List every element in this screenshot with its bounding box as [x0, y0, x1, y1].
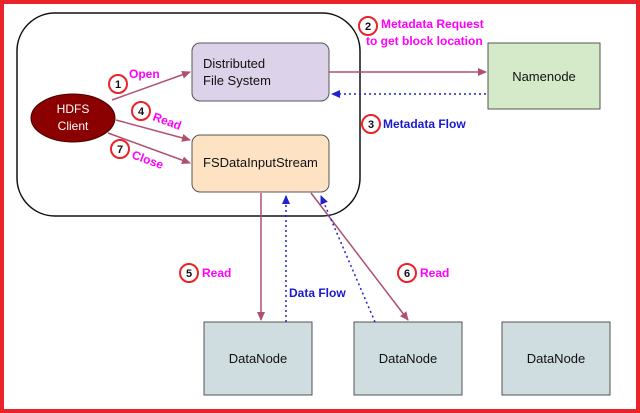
- svg-text:3: 3: [368, 119, 374, 131]
- step-2-label-line2: to get block location: [366, 34, 483, 48]
- arrow-read-datanode-2: [310, 192, 409, 321]
- datanode-2-label: DataNode: [379, 351, 438, 366]
- datanode-3: DataNode: [501, 321, 611, 396]
- client-label-line1: HDFS: [57, 102, 90, 116]
- fsdis-label: FSDataInputStream: [203, 155, 318, 170]
- datanode-3-label: DataNode: [527, 351, 586, 366]
- data-flow-label: Data Flow: [289, 286, 346, 300]
- hdfs-client-node: HDFS Client: [30, 93, 116, 143]
- step-5-label: Read: [202, 266, 231, 280]
- svg-text:6: 6: [404, 268, 410, 280]
- svg-text:2: 2: [365, 21, 371, 33]
- datanode-1: DataNode: [203, 321, 313, 396]
- step-6-label: Read: [420, 266, 449, 280]
- step-4-badge: 4: [131, 101, 151, 121]
- step-2-label-line1: Metadata Request: [381, 17, 484, 31]
- fsdatainputstream-node: FSDataInputStream: [191, 134, 330, 193]
- svg-text:1: 1: [115, 79, 121, 91]
- step-1-label: Open: [129, 67, 160, 81]
- svg-text:5: 5: [186, 268, 192, 280]
- namenode-node: Namenode: [487, 42, 601, 110]
- step-3-label: Metadata Flow: [383, 117, 466, 131]
- arrow-data-flow-2: [320, 195, 376, 323]
- arrow-read-client: [115, 119, 191, 142]
- step-6-badge: 6: [397, 263, 417, 283]
- svg-text:7: 7: [117, 144, 123, 156]
- client-label-line2: Client: [58, 119, 89, 133]
- dfs-label-line1: Distributed: [203, 56, 265, 71]
- step-1-badge: 1: [108, 74, 128, 94]
- arrow-close: [107, 132, 191, 165]
- svg-text:4: 4: [138, 106, 145, 118]
- dfs-label-line2: File System: [203, 73, 271, 88]
- datanode-2: DataNode: [353, 321, 463, 396]
- namenode-label: Namenode: [512, 69, 576, 84]
- distributed-file-system-node: Distributed File System: [191, 42, 330, 102]
- step-5-badge: 5: [179, 263, 199, 283]
- step-7-badge: 7: [110, 139, 130, 159]
- step-3-badge: 3: [361, 114, 381, 134]
- step-2-badge: 2: [358, 16, 378, 36]
- arrow-open: [111, 70, 191, 101]
- datanode-1-label: DataNode: [229, 351, 288, 366]
